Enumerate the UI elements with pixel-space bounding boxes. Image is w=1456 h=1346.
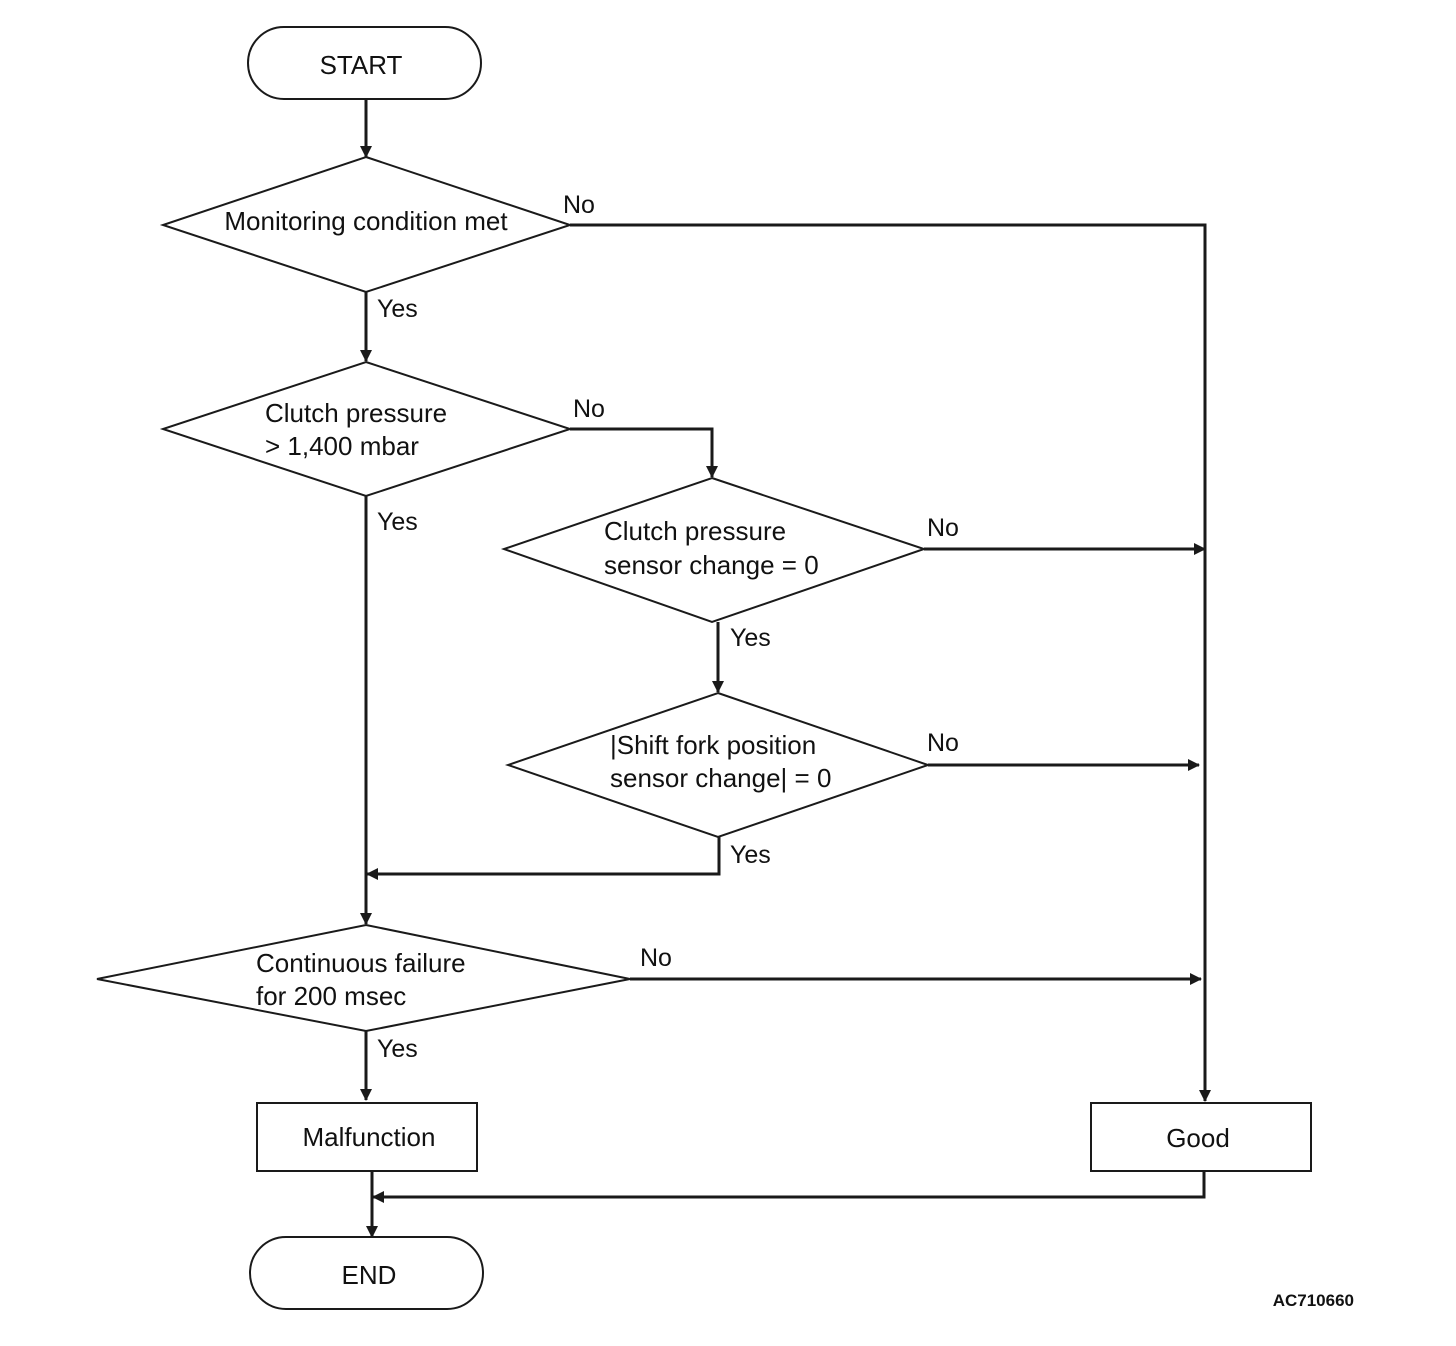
start-terminal [247, 26, 482, 100]
continuous-no-label: No [640, 944, 672, 972]
continuous-yes-label: Yes [377, 1035, 418, 1063]
good-box [1090, 1102, 1312, 1172]
branch-labels: No Yes No Yes No Yes No Yes No Yes [377, 191, 959, 1063]
monitoring-label: Monitoring condition met [224, 206, 508, 236]
monitoring-no-label: No [563, 191, 595, 219]
continuous-failure-decision [96, 923, 631, 1033]
arrow-good-to-end-line [372, 1171, 1206, 1203]
node-text: START Monitoring condition met Clutch pr… [224, 50, 1229, 1290]
arrow-monitoring-no-to-good [570, 223, 1211, 1102]
shapes [96, 26, 1312, 1310]
connectors [360, 99, 1211, 1238]
arrow-clutch-no-to-sensor [570, 427, 718, 478]
monitoring-decision [159, 155, 574, 294]
shift-no-label: No [927, 729, 959, 757]
continuous-failure-label-line1: Continuous failure [256, 948, 466, 978]
sensor-change-decision [500, 476, 928, 624]
sensor-change-label-line1: Clutch pressure [604, 516, 786, 546]
end-terminal [249, 1236, 484, 1310]
malfunction-box [256, 1102, 478, 1172]
good-label: Good [1166, 1123, 1230, 1153]
clutch-pressure-label-line2: > 1,400 mbar [265, 431, 419, 461]
figure-code: AC710660 [1273, 1291, 1354, 1310]
monitoring-yes-label: Yes [377, 295, 418, 323]
continuous-failure-label-line2: for 200 msec [256, 981, 406, 1011]
sensor-change-label-line2: sensor change = 0 [604, 550, 819, 580]
malfunction-label: Malfunction [303, 1122, 436, 1152]
sensor-yes-label: Yes [730, 624, 771, 652]
shift-fork-decision [504, 691, 932, 839]
clutch-yes-label: Yes [377, 508, 418, 536]
clutch-no-label: No [573, 395, 605, 423]
clutch-pressure-decision [159, 360, 574, 498]
shift-fork-label-line2: sensor change| = 0 [610, 763, 831, 793]
clutch-pressure-label-line1: Clutch pressure [265, 398, 447, 428]
sensor-no-label: No [927, 514, 959, 542]
end-label: END [342, 1260, 397, 1290]
shift-fork-label-line1: |Shift fork position [610, 730, 816, 760]
start-label: START [320, 50, 403, 80]
arrow-shift-yes-to-main [366, 837, 721, 880]
shift-yes-label: Yes [730, 841, 771, 869]
